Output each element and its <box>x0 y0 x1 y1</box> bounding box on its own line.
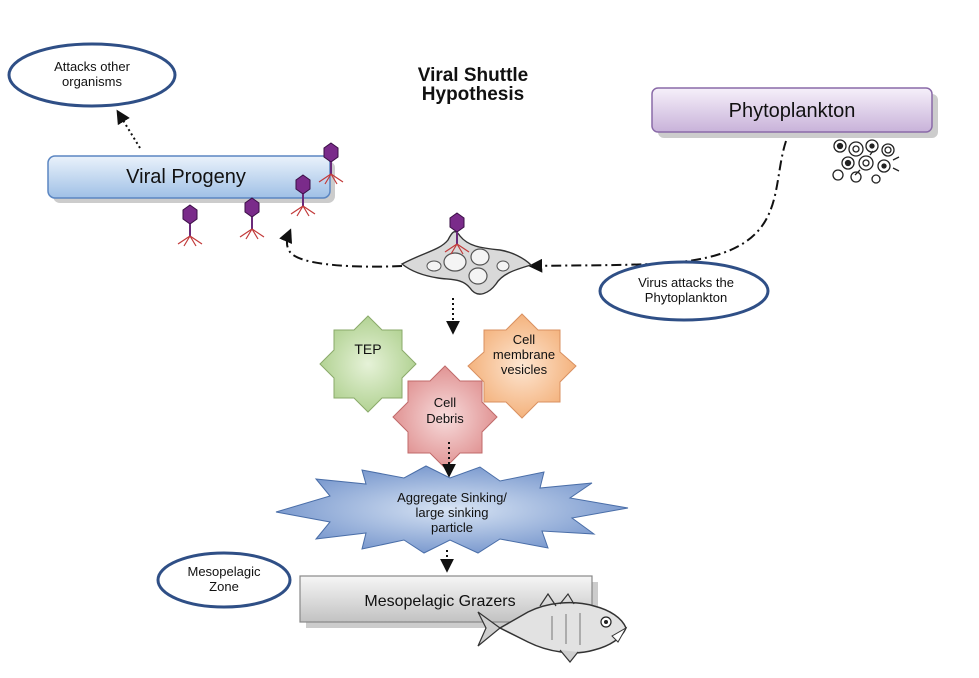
virus-attacks-node: Virus attacks the Phytoplankton <box>598 260 770 322</box>
aggregate-label-3: particle <box>431 520 473 535</box>
phytoplankton-to-diatom-arrow <box>528 140 787 273</box>
virus-attacks-label-2: Phytoplankton <box>645 290 727 305</box>
mesopelagic-zone-label-2: Zone <box>209 579 239 594</box>
cell-debris-label-1: Cell <box>434 395 457 410</box>
phytoplankton-node: Phytoplankton <box>651 87 938 138</box>
tep-node: TEP <box>319 315 417 413</box>
cell-debris-node: Cell Debris <box>392 365 498 469</box>
cell-membrane-label-2: membrane <box>493 347 555 362</box>
diatom-to-progeny-arrow <box>279 228 403 268</box>
diatom-icon <box>400 230 533 295</box>
attacks-other-label-1: Attacks other <box>54 59 131 74</box>
cell-membrane-node: Cell membrane vesicles <box>467 313 577 419</box>
phytoplankton-cells-icon <box>832 139 900 184</box>
mesopelagic-grazers-label: Mesopelagic Grazers <box>364 593 515 610</box>
mesopelagic-zone-node: Mesopelagic Zone <box>156 551 292 609</box>
cell-debris-label-2: Debris <box>426 411 464 426</box>
tep-label: TEP <box>354 341 381 357</box>
progeny-to-attacks-arrow <box>116 109 141 149</box>
cell-membrane-label-1: Cell <box>513 332 536 347</box>
viral-progeny-node: Viral Progeny <box>47 155 335 203</box>
aggregate-sinking-node: Aggregate Sinking/ large sinking particl… <box>275 465 629 554</box>
virus-icon <box>177 204 203 247</box>
viral-progeny-label: Viral Progeny <box>126 166 246 188</box>
attacks-other-label-2: organisms <box>62 74 122 89</box>
attacks-other-organisms-node: Attacks other organisms <box>7 42 177 108</box>
virus-icon <box>239 197 265 240</box>
aggregate-label-2: large sinking <box>416 505 489 520</box>
diagram-title-line1: Viral Shuttle <box>418 65 529 86</box>
phytoplankton-label: Phytoplankton <box>729 100 856 122</box>
cell-membrane-label-3: vesicles <box>501 362 548 377</box>
mesopelagic-zone-label-1: Mesopelagic <box>188 564 261 579</box>
diagram-title-line2: Hypothesis <box>422 84 524 105</box>
virus-attacks-label-1: Virus attacks the <box>638 275 734 290</box>
aggregate-label-1: Aggregate Sinking/ <box>397 490 507 505</box>
fish-icon <box>477 592 628 663</box>
